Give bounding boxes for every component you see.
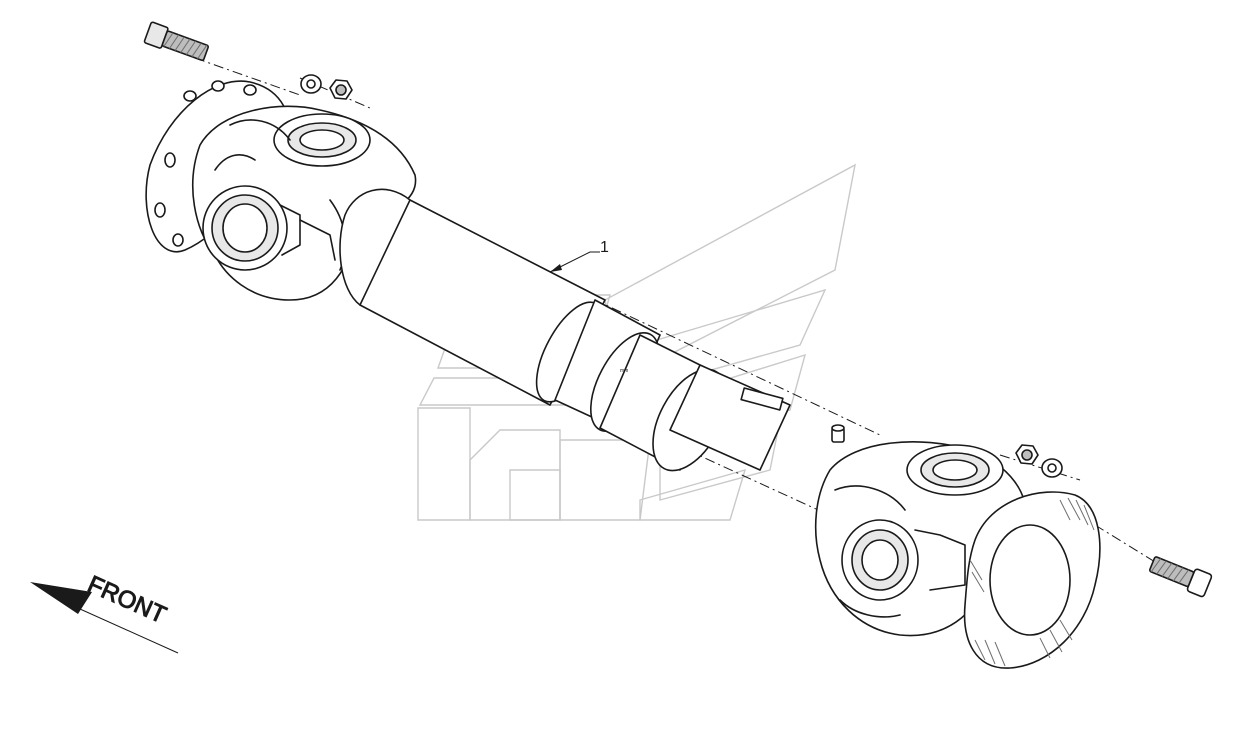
nut-right: [1015, 444, 1039, 465]
washer-left: [300, 74, 322, 94]
part-callout: 1: [549, 239, 609, 273]
part-number-label: 1: [600, 239, 609, 256]
front-direction-indicator: FRONT: [30, 570, 179, 654]
nut-left: [329, 79, 353, 100]
front-arrow-icon: [30, 582, 92, 614]
universal-joint-right: [814, 441, 1101, 669]
front-label: FRONT: [84, 571, 171, 629]
grease-fitting: [831, 424, 845, 443]
flange-bolt-left: [143, 21, 209, 62]
washer-right: [1041, 458, 1063, 478]
flange-bolt-right: [1148, 556, 1213, 598]
drive-shaft-tube: mm: [359, 199, 791, 472]
svg-text:mm: mm: [620, 368, 628, 374]
